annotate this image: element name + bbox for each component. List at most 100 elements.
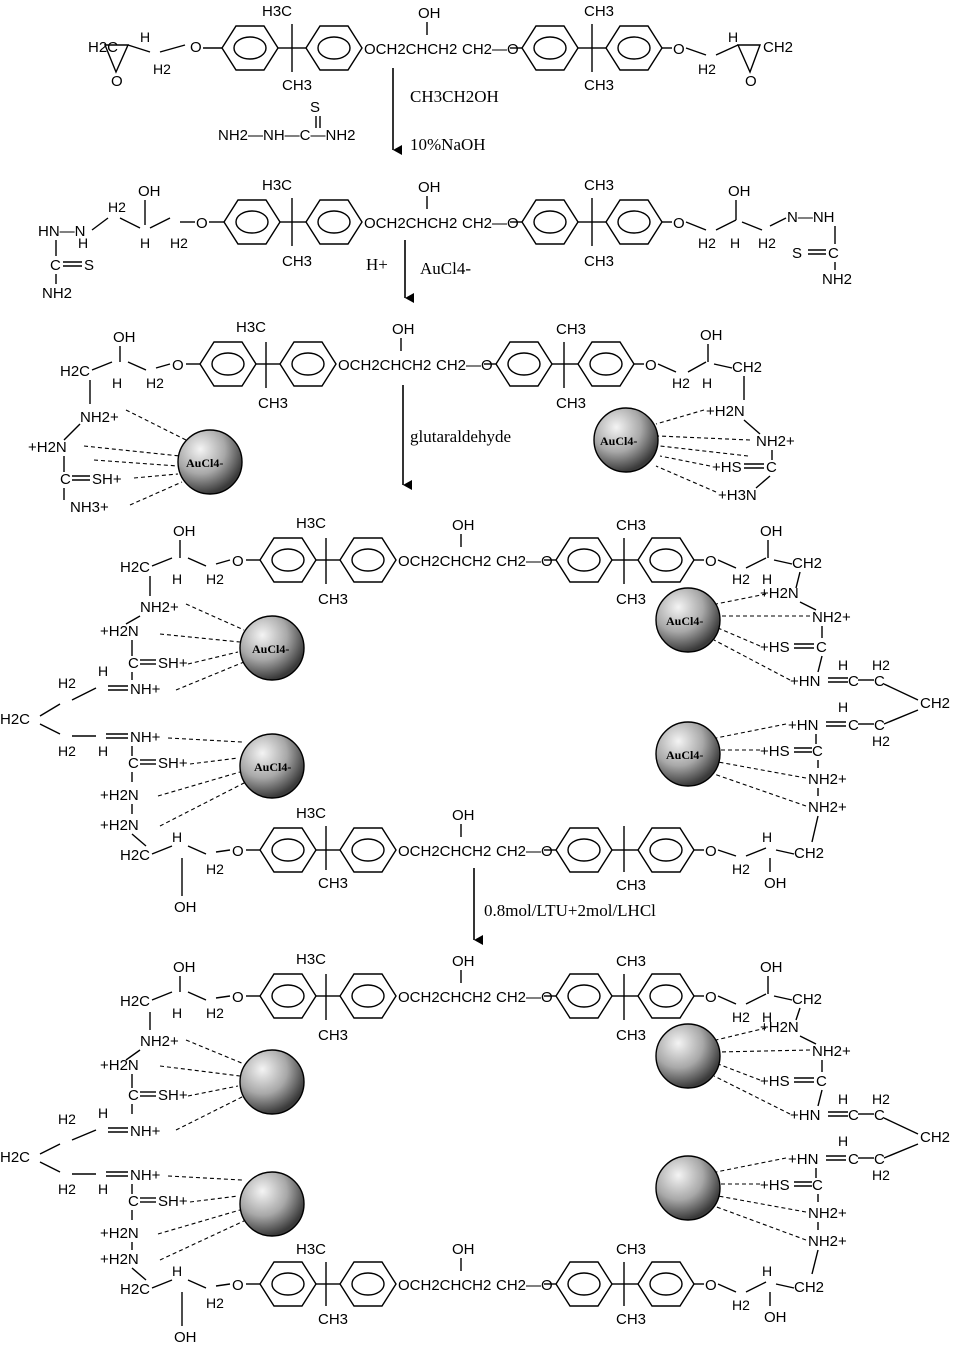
reaction-arrow-3: glutaraldehyde <box>403 385 511 485</box>
oh-label: OH <box>418 5 441 22</box>
oh-label: OH <box>700 327 723 344</box>
oh-label: OH <box>173 959 196 976</box>
c-label: C <box>874 1107 885 1124</box>
hnplus-label: +HN <box>788 717 818 734</box>
modified-resin-structure: HN—N H H2 H OH H2 O C S NH2 H3C CH3 OCH2… <box>38 177 852 302</box>
och2chch2-label: OCH2CHCH2 <box>398 989 491 1006</box>
h2c-label: H2C <box>120 993 150 1010</box>
nhplus-label: NH+ <box>130 1123 161 1140</box>
nh2-label: NH2 <box>822 271 852 288</box>
ch3-label: CH3 <box>616 517 646 534</box>
bead-aucl4-label: AuCl4- <box>666 614 703 628</box>
h2-label: H2 <box>732 1297 750 1313</box>
h2-label: H2 <box>698 235 716 251</box>
ch3-label: CH3 <box>584 3 614 20</box>
ch3-label: CH3 <box>282 77 312 94</box>
h2-label: H2 <box>170 235 188 251</box>
shplus-label: SH+ <box>92 471 122 488</box>
ch3-label: CH3 <box>616 1311 646 1328</box>
hsplus-label: +HS <box>712 459 742 476</box>
h2nplus-label: +H2N <box>100 1057 139 1074</box>
c-label: C <box>816 1073 827 1090</box>
c-label: C <box>874 1151 885 1168</box>
ch2-label: CH2 <box>794 1279 824 1296</box>
shplus-label: SH+ <box>158 1087 188 1104</box>
ether-o-label: O <box>705 1277 717 1294</box>
ch3-label: CH3 <box>258 395 288 412</box>
och2chch2-label: OCH2CHCH2 <box>364 41 457 58</box>
h2-label: H2 <box>146 375 164 391</box>
ch3-label: CH3 <box>282 253 312 270</box>
ether-o-label: O <box>232 553 244 570</box>
c-label: C <box>766 459 777 476</box>
ether-o-label: O <box>705 989 717 1006</box>
naoh-label: 10%NaOH <box>410 135 486 154</box>
ch2-o-label: CH2—O <box>496 989 553 1006</box>
h2-label: H2 <box>58 675 76 691</box>
c-label: C <box>128 655 139 672</box>
ether-o-label: O <box>196 215 208 232</box>
h2-label: H2 <box>58 1111 76 1127</box>
h-label: H <box>762 829 772 845</box>
c-label: C <box>50 257 61 274</box>
s-label: S <box>792 245 802 262</box>
nh2-label: NH2 <box>42 285 72 302</box>
empty-bead <box>240 1172 304 1236</box>
h2-label: H2 <box>872 1091 890 1107</box>
h2-label: H2 <box>672 375 690 391</box>
h2c-label: H2C <box>120 559 150 576</box>
ch2-label: CH2 <box>763 39 793 56</box>
hnplus-label: +HN <box>790 673 820 690</box>
oh-label: OH <box>728 183 751 200</box>
nh2plus-label: NH2+ <box>812 609 851 626</box>
aucl4-label: AuCl4- <box>420 259 471 278</box>
hsplus-label: +HS <box>760 1177 790 1194</box>
h-label: H <box>98 1105 108 1121</box>
h-label: H <box>762 1263 772 1279</box>
oh-label: OH <box>392 321 415 338</box>
oh-label: OH <box>174 899 197 916</box>
h2-label: H2 <box>872 1167 890 1183</box>
h2-label: H2 <box>698 61 716 77</box>
ch2-label: CH2 <box>920 695 950 712</box>
oh-label: OH <box>452 1241 475 1258</box>
h2-label: H2 <box>872 733 890 749</box>
h3c-label: H3C <box>296 951 326 968</box>
thio-s-label: S <box>310 99 320 116</box>
ch3-label: CH3 <box>556 395 586 412</box>
oh-label: OH <box>138 183 161 200</box>
c-label: C <box>848 1151 859 1168</box>
oh-label: OH <box>418 179 441 196</box>
hsplus-label: +HS <box>760 1073 790 1090</box>
ch3-label: CH3 <box>616 591 646 608</box>
h2-label: H2 <box>732 571 750 587</box>
ether-o-label: O <box>645 357 657 374</box>
oh-label: OH <box>173 523 196 540</box>
ch2-o-label: CH2—O <box>462 215 519 232</box>
ch3-label: CH3 <box>318 1027 348 1044</box>
c-label: C <box>848 1107 859 1124</box>
h3c-label: H3C <box>296 515 326 532</box>
nhplus-label: NH+ <box>130 681 161 698</box>
oh-label: OH <box>452 953 475 970</box>
h-label: H <box>172 829 182 845</box>
h3c-label: H3C <box>236 319 266 336</box>
ether-o-label: O <box>705 553 717 570</box>
h2-label: H2 <box>206 861 224 877</box>
bead-aucl4-label: AuCl4- <box>666 748 703 762</box>
ether-o-label: O <box>172 357 184 374</box>
empty-bead <box>656 1156 720 1220</box>
h2-label: H2 <box>206 1005 224 1021</box>
oh-label: OH <box>174 1329 197 1346</box>
nh2plus-label: NH2+ <box>80 409 119 426</box>
h-label: H <box>172 1263 182 1279</box>
nh2plus-label: NH2+ <box>756 433 795 450</box>
hsplus-label: +HS <box>760 743 790 760</box>
h2c-label: H2C <box>120 847 150 864</box>
ch3-label: CH3 <box>616 1241 646 1258</box>
nh2plus-label: NH2+ <box>808 771 847 788</box>
h2-label: H2 <box>758 235 776 251</box>
h-label: H <box>838 1091 848 1107</box>
c-label: C <box>848 717 859 734</box>
bead-aucl4-label: AuCl4- <box>186 456 223 470</box>
